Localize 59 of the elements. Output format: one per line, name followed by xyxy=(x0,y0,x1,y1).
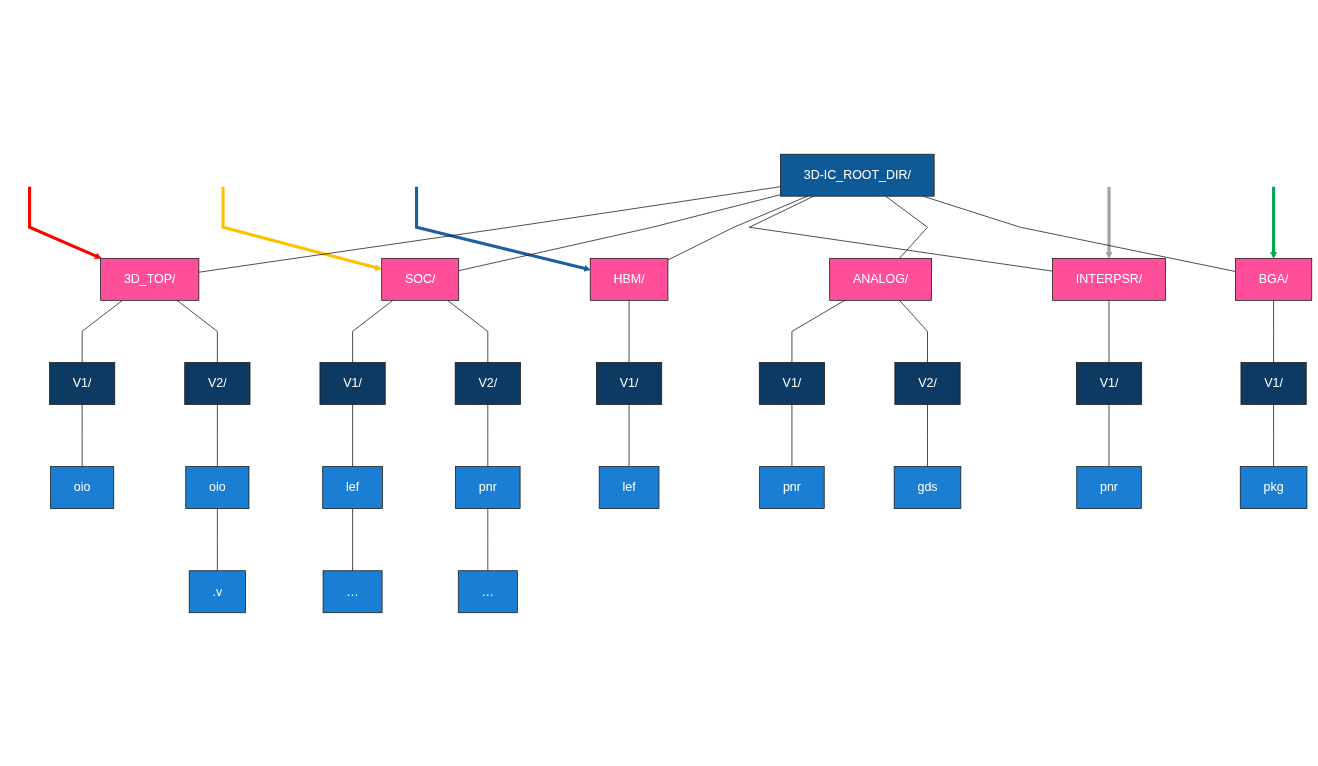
connector xyxy=(899,299,928,363)
node-box: gds xyxy=(893,465,962,509)
connector xyxy=(447,299,489,363)
node-box: 3D-IC_ROOT_DIR/ xyxy=(780,153,935,197)
node-box: V1/ xyxy=(758,361,825,405)
connector xyxy=(927,403,928,467)
connector xyxy=(458,193,781,271)
connector xyxy=(352,403,353,467)
connector xyxy=(791,299,846,363)
node-box: V1/ xyxy=(1240,361,1307,405)
arrow xyxy=(1270,186,1277,259)
connector xyxy=(352,299,394,363)
connector xyxy=(628,299,630,363)
node-box: oio xyxy=(185,465,250,509)
node-box: lef xyxy=(322,465,383,509)
node-box: V1/ xyxy=(49,361,116,405)
connector xyxy=(1273,299,1274,363)
connector xyxy=(216,403,218,467)
node-box: V2/ xyxy=(454,361,521,405)
node-box: SOC/ xyxy=(381,257,460,301)
node-box: … xyxy=(457,569,518,613)
node-box: .v xyxy=(188,569,246,613)
connector xyxy=(1108,403,1110,467)
connector xyxy=(216,507,218,571)
connector xyxy=(791,403,793,467)
node-box: oio xyxy=(50,465,115,509)
node-box: ANALOG/ xyxy=(829,257,932,301)
node-box: pkg xyxy=(1239,465,1308,509)
connector xyxy=(81,403,83,467)
node-box: V2/ xyxy=(184,361,251,405)
connector xyxy=(667,195,808,260)
arrow xyxy=(1105,186,1113,259)
connector xyxy=(487,403,489,467)
node-box: V1/ xyxy=(319,361,386,405)
connector xyxy=(628,403,630,467)
connector xyxy=(922,195,1236,272)
arrow xyxy=(28,186,102,259)
connector xyxy=(1108,299,1110,363)
connector xyxy=(487,507,489,571)
node-box: BGA/ xyxy=(1235,257,1313,301)
node-box: INTERPSR/ xyxy=(1052,257,1166,301)
node-box: … xyxy=(322,569,383,613)
node-box: V2/ xyxy=(894,361,961,405)
node-box: lef xyxy=(598,465,660,509)
arrow xyxy=(415,186,591,272)
node-box: V1/ xyxy=(1075,361,1143,405)
connector xyxy=(81,299,123,363)
node-box: 3D_TOP/ xyxy=(100,257,200,301)
connector xyxy=(198,185,781,273)
node-box: V1/ xyxy=(596,361,663,405)
node-box: pnr xyxy=(455,465,521,509)
arrow xyxy=(221,186,382,271)
connector xyxy=(1273,403,1274,467)
node-box: pnr xyxy=(1076,465,1142,509)
connector xyxy=(176,299,218,363)
node-box: pnr xyxy=(759,465,825,509)
node-box: HBM/ xyxy=(589,257,669,301)
connector xyxy=(352,507,353,571)
connector xyxy=(748,195,1053,272)
